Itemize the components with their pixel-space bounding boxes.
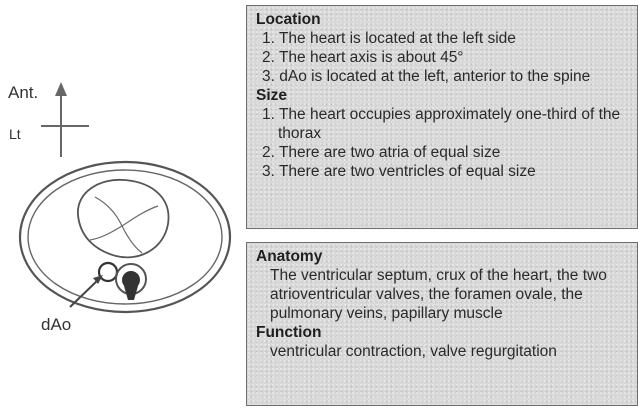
- function-text: ventricular contraction, valve regurgita…: [262, 342, 631, 361]
- location-size-panel: Location 1. The heart is located at the …: [246, 5, 638, 229]
- thorax-section: dAo: [20, 162, 230, 334]
- location-item-2: 2. The heart axis is about 45°: [262, 48, 631, 67]
- size-item-2: 2. There are two atria of equal size: [262, 143, 631, 162]
- location-item-1: 1. The heart is located at the left side: [262, 29, 631, 48]
- spine: [116, 264, 146, 300]
- orientation-marker: Ant. Lt: [8, 82, 89, 157]
- anatomy-function-panel: Anatomy The ventricular septum, crux of …: [246, 242, 638, 406]
- anatomy-heading: Anatomy: [256, 247, 631, 266]
- size-item-1: 1. The heart occupies approximately one-…: [262, 105, 631, 143]
- dao-pointer-line: [70, 279, 99, 307]
- location-heading: Location: [256, 10, 631, 29]
- dao-label: dAo: [41, 315, 71, 334]
- location-item-3: 3. dAo is located at the left, anterior …: [262, 67, 631, 86]
- anterior-arrowhead-icon: [55, 82, 67, 96]
- left-label: Lt: [9, 126, 21, 142]
- anterior-label: Ant.: [8, 83, 38, 102]
- function-heading: Function: [256, 323, 631, 342]
- anatomy-text: The ventricular septum, crux of the hear…: [262, 266, 631, 323]
- heart-outline: [78, 180, 169, 258]
- thorax-diagram: Ant. Lt dAo: [0, 0, 240, 410]
- size-heading: Size: [256, 86, 631, 105]
- descending-aorta: [99, 263, 117, 281]
- size-item-3: 3. There are two ventricles of equal siz…: [262, 162, 631, 181]
